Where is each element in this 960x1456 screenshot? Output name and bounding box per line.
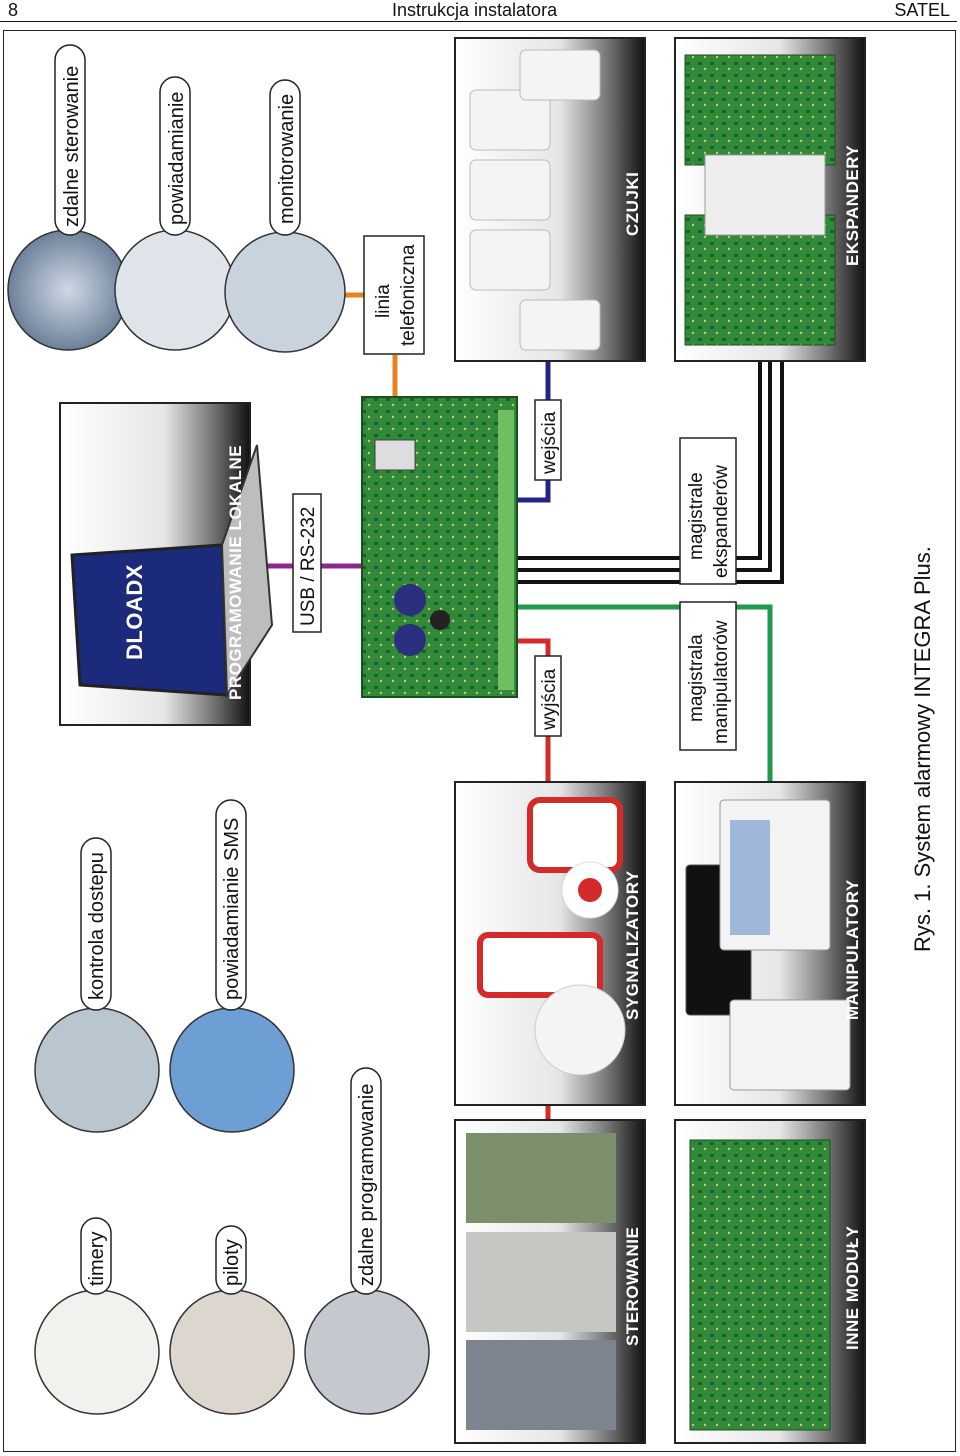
control-panel-board bbox=[361, 396, 518, 698]
other-modules-box: INNE MODUŁY bbox=[674, 1119, 866, 1444]
pill-monitoring: monitorowanie bbox=[276, 94, 298, 224]
expander-bus-wire-2 bbox=[517, 362, 772, 572]
inputs-label-box: wejścia bbox=[534, 399, 562, 481]
header-rule bbox=[0, 21, 957, 22]
header-brand: SATEL bbox=[894, 0, 950, 20]
phone-line-label-2: telefoniczna bbox=[398, 244, 419, 346]
outputs-label-box: wyjścia bbox=[534, 655, 562, 737]
pill-sms-notification: powiadamianie SMS bbox=[221, 818, 243, 1000]
page-number: 8 bbox=[8, 0, 19, 20]
pill-access-control: kontrola dostepu bbox=[86, 852, 108, 1000]
remote-control-photo bbox=[7, 229, 129, 351]
programming-title: PROGRAMOWANIE LOKALNE bbox=[226, 445, 245, 700]
detector-illustrations bbox=[469, 49, 601, 351]
inputs-label: wejścia bbox=[539, 411, 560, 475]
notification-photo bbox=[114, 229, 236, 351]
expander-bus-wire-3 bbox=[517, 362, 784, 584]
usb-label-box: USB / RS-232 bbox=[292, 493, 322, 633]
figure-frame bbox=[3, 30, 956, 1452]
expanders-title: EKSPANDERY bbox=[843, 145, 862, 266]
function-pills-bottom: kontrola dostepu powiadamianie SMS timer… bbox=[34, 799, 430, 1415]
expanders-bus-label-box: magistrale ekspanderów bbox=[679, 437, 737, 585]
outputs-label: wyjścia bbox=[539, 668, 560, 731]
sirens-title: SYGNALIZATORY bbox=[623, 870, 642, 1020]
page-header: 8 Instrukcja instalatora SATEL bbox=[0, 0, 960, 22]
control-box: STEROWANIE bbox=[454, 1119, 646, 1444]
pill-timers: timery bbox=[86, 1232, 108, 1286]
expanders-bus-label-2: ekspanderów bbox=[711, 465, 732, 578]
pill-remote-control: zdalne sterowanie bbox=[61, 66, 83, 227]
expander-bus-wire-1 bbox=[517, 362, 762, 560]
pill-remotes: piloty bbox=[221, 1239, 243, 1286]
detectors-box: CZUJKI bbox=[454, 37, 646, 362]
programming-box: DLOADX PROGRAMOWANIE LOKALNE bbox=[59, 402, 274, 726]
expanders-box: EKSPANDERY bbox=[674, 37, 866, 362]
function-pills-top: zdalne sterowanie powiadamianie monitoro… bbox=[7, 44, 346, 353]
keypads-box: MANIPULATORY bbox=[674, 781, 866, 1106]
monitoring-photo bbox=[224, 231, 346, 353]
software-label: DLOADX bbox=[122, 564, 147, 660]
keypad-bus-wire bbox=[517, 604, 773, 782]
timers-photo bbox=[34, 1289, 160, 1415]
keypads-bus-label-1: magistrala bbox=[686, 634, 707, 722]
header-title: Instrukcja instalatora bbox=[392, 0, 558, 20]
laptop-illustration bbox=[70, 444, 274, 699]
other-modules-title: INNE MODUŁY bbox=[843, 1225, 862, 1350]
remotes-photo bbox=[169, 1289, 295, 1415]
pill-remote-programming: zdalne programowanie bbox=[356, 1084, 378, 1286]
phone-line-label-1: linia bbox=[373, 284, 394, 318]
control-title: STEROWANIE bbox=[623, 1227, 642, 1346]
keypads-bus-label-box: magistrala manipulatorów bbox=[679, 601, 737, 751]
usb-label: USB / RS-232 bbox=[298, 507, 319, 626]
pill-notification: powiadamianie bbox=[166, 92, 188, 225]
remote-programming-photo bbox=[304, 1289, 430, 1415]
keypads-bus-label-2: manipulatorów bbox=[711, 620, 732, 744]
sirens-box: SYGNALIZATORY bbox=[454, 781, 646, 1106]
detectors-title: CZUJKI bbox=[623, 172, 642, 236]
sms-photo bbox=[169, 1007, 295, 1133]
keypads-title: MANIPULATORY bbox=[843, 879, 862, 1020]
access-control-photo bbox=[34, 1007, 160, 1133]
figure-caption: Rys. 1. System alarmowy INTEGRA Plus. bbox=[910, 546, 935, 952]
expanders-bus-label-1: magistrale bbox=[686, 472, 707, 560]
phone-line-label-box: linia telefoniczna bbox=[363, 235, 425, 355]
